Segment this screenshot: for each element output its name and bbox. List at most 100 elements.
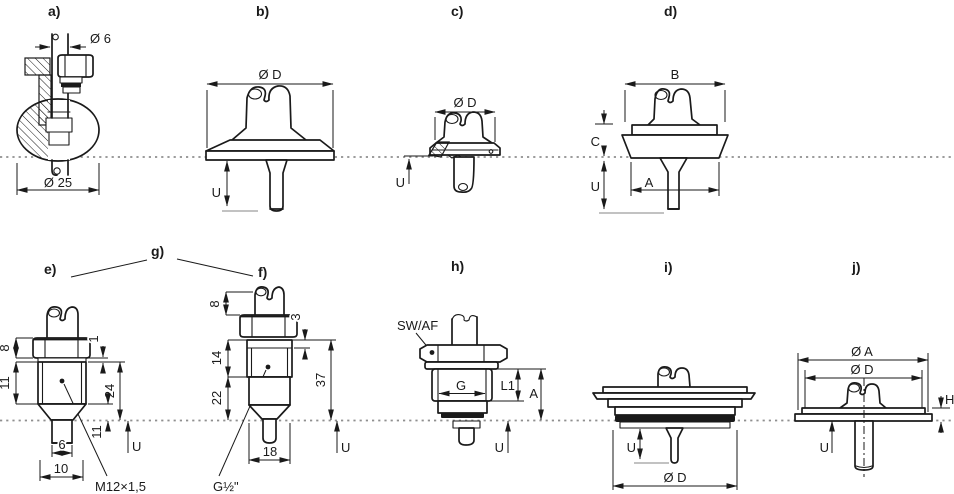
dim-insertion: U bbox=[820, 440, 829, 455]
g-connector-left bbox=[70, 259, 148, 278]
panel-c-label: c) bbox=[451, 3, 463, 19]
dim-height: C bbox=[591, 134, 600, 149]
panel-g-label: g) bbox=[151, 243, 164, 259]
neck bbox=[435, 111, 493, 144]
dim-total: 37 bbox=[313, 373, 328, 387]
thread-label: G½" bbox=[213, 479, 239, 494]
dim-insertion: U bbox=[591, 179, 600, 194]
dim-outer-diameter: Ø A bbox=[851, 344, 873, 359]
probe bbox=[665, 427, 684, 464]
dim-height: H bbox=[945, 392, 954, 407]
upper-plate bbox=[631, 124, 718, 136]
wide-plate bbox=[592, 392, 756, 400]
gland-upper bbox=[45, 117, 73, 133]
g-connector-right bbox=[176, 258, 254, 277]
collar bbox=[424, 361, 499, 370]
dim-washer: 1 bbox=[86, 335, 101, 342]
gland-lower bbox=[48, 131, 70, 146]
dim-insertion: U bbox=[341, 440, 350, 455]
weld-seam-hatch bbox=[428, 141, 450, 158]
panel-e: e) 8 11 1 24 11 6 10 U bbox=[0, 261, 148, 494]
dim-total: 24 bbox=[102, 384, 117, 398]
dim-upper-body: 14 bbox=[209, 351, 224, 365]
panel-f: f) 8 3 14 22 37 18 U G½" bbox=[205, 264, 352, 494]
lower-body bbox=[248, 376, 291, 406]
panel-j-label: j) bbox=[851, 259, 861, 275]
dim-diameter: Ø D bbox=[850, 362, 873, 377]
thread-leader bbox=[63, 383, 108, 477]
mid-plate bbox=[607, 398, 743, 408]
probe-tip bbox=[262, 418, 277, 444]
dim-bottom-width: 18 bbox=[263, 444, 277, 459]
dim-thread: G bbox=[456, 378, 466, 393]
taper bbox=[248, 404, 291, 420]
panel-i: i) U Ø D bbox=[592, 259, 756, 490]
panel-a: a) Ø 6 Ø 25 bbox=[16, 3, 113, 195]
dim-insertion: U bbox=[495, 440, 504, 455]
dim-diameter-bottom: Ø 25 bbox=[44, 175, 72, 190]
neck bbox=[254, 286, 285, 316]
wrench-callout-dot bbox=[429, 350, 435, 355]
panel-d-label: d) bbox=[664, 3, 677, 19]
panel-h-label: h) bbox=[451, 258, 464, 274]
dim-diameter-top: Ø 6 bbox=[90, 31, 111, 46]
dim-total: A bbox=[529, 386, 538, 401]
probe bbox=[659, 157, 688, 210]
probe-tip bbox=[51, 159, 58, 176]
hex-nut bbox=[32, 337, 91, 359]
panel-h: h) SW/AF G L1 A U bbox=[395, 258, 546, 457]
flange-hole bbox=[488, 149, 494, 154]
dim-body-height: 11 bbox=[0, 376, 12, 390]
neck bbox=[839, 382, 887, 409]
neck bbox=[647, 88, 701, 126]
thread-callout-dot bbox=[59, 378, 65, 384]
tapered-body bbox=[621, 134, 729, 159]
tube-end-curl bbox=[52, 33, 59, 41]
panel-j: j) Ø A Ø D H U bbox=[794, 259, 954, 477]
dim-tip: 11 bbox=[89, 425, 104, 439]
dim-width-top: B bbox=[671, 67, 680, 82]
wrench-size-label: SW/AF bbox=[397, 318, 438, 333]
clamp-flange bbox=[205, 139, 335, 152]
upper-body bbox=[246, 339, 293, 378]
dim-insertion: U bbox=[132, 439, 141, 454]
hex-nut bbox=[419, 344, 508, 363]
gasket-carrier bbox=[614, 406, 736, 416]
panel-f-label: f) bbox=[258, 264, 267, 280]
panel-i-label: i) bbox=[664, 259, 673, 275]
bottom-plate bbox=[619, 421, 731, 429]
hex-nut bbox=[239, 314, 298, 338]
dim-insertion: U bbox=[212, 185, 221, 200]
panel-d: d) B C U A bbox=[589, 3, 729, 214]
panel-c: c) Ø D U bbox=[394, 3, 501, 194]
clamp-ferrule bbox=[205, 150, 335, 161]
dim-bottom-width: 10 bbox=[54, 461, 68, 476]
panel-b-label: b) bbox=[256, 3, 269, 19]
dim-insertion: U bbox=[627, 440, 636, 455]
dim-diameter: Ø D bbox=[663, 470, 686, 485]
lower-step bbox=[437, 400, 488, 414]
tip-collar bbox=[452, 420, 481, 429]
panel-a-label: a) bbox=[48, 3, 60, 19]
gasket bbox=[615, 415, 735, 422]
probe-tip bbox=[458, 427, 475, 446]
dim-tube-height: 8 bbox=[207, 300, 222, 307]
probe bbox=[265, 159, 288, 212]
panel-e-label: e) bbox=[44, 261, 56, 277]
dim-tip-width: 6 bbox=[58, 437, 65, 452]
dim-collar: 3 bbox=[288, 313, 303, 320]
dim-insertion: U bbox=[396, 175, 405, 190]
panel-b: b) Ø D U bbox=[205, 3, 335, 212]
dim-width-bottom: A bbox=[645, 175, 654, 190]
neck bbox=[46, 306, 79, 339]
dim-diameter: Ø D bbox=[453, 95, 476, 110]
weld-flange-hatch bbox=[24, 57, 51, 76]
thread-label: M12×1,5 bbox=[95, 479, 146, 494]
probe bbox=[453, 156, 475, 194]
dim-lower-body: 22 bbox=[209, 391, 224, 405]
neck bbox=[231, 85, 307, 141]
panel-g: g) bbox=[70, 243, 254, 278]
thread-callout-dot bbox=[265, 364, 271, 370]
